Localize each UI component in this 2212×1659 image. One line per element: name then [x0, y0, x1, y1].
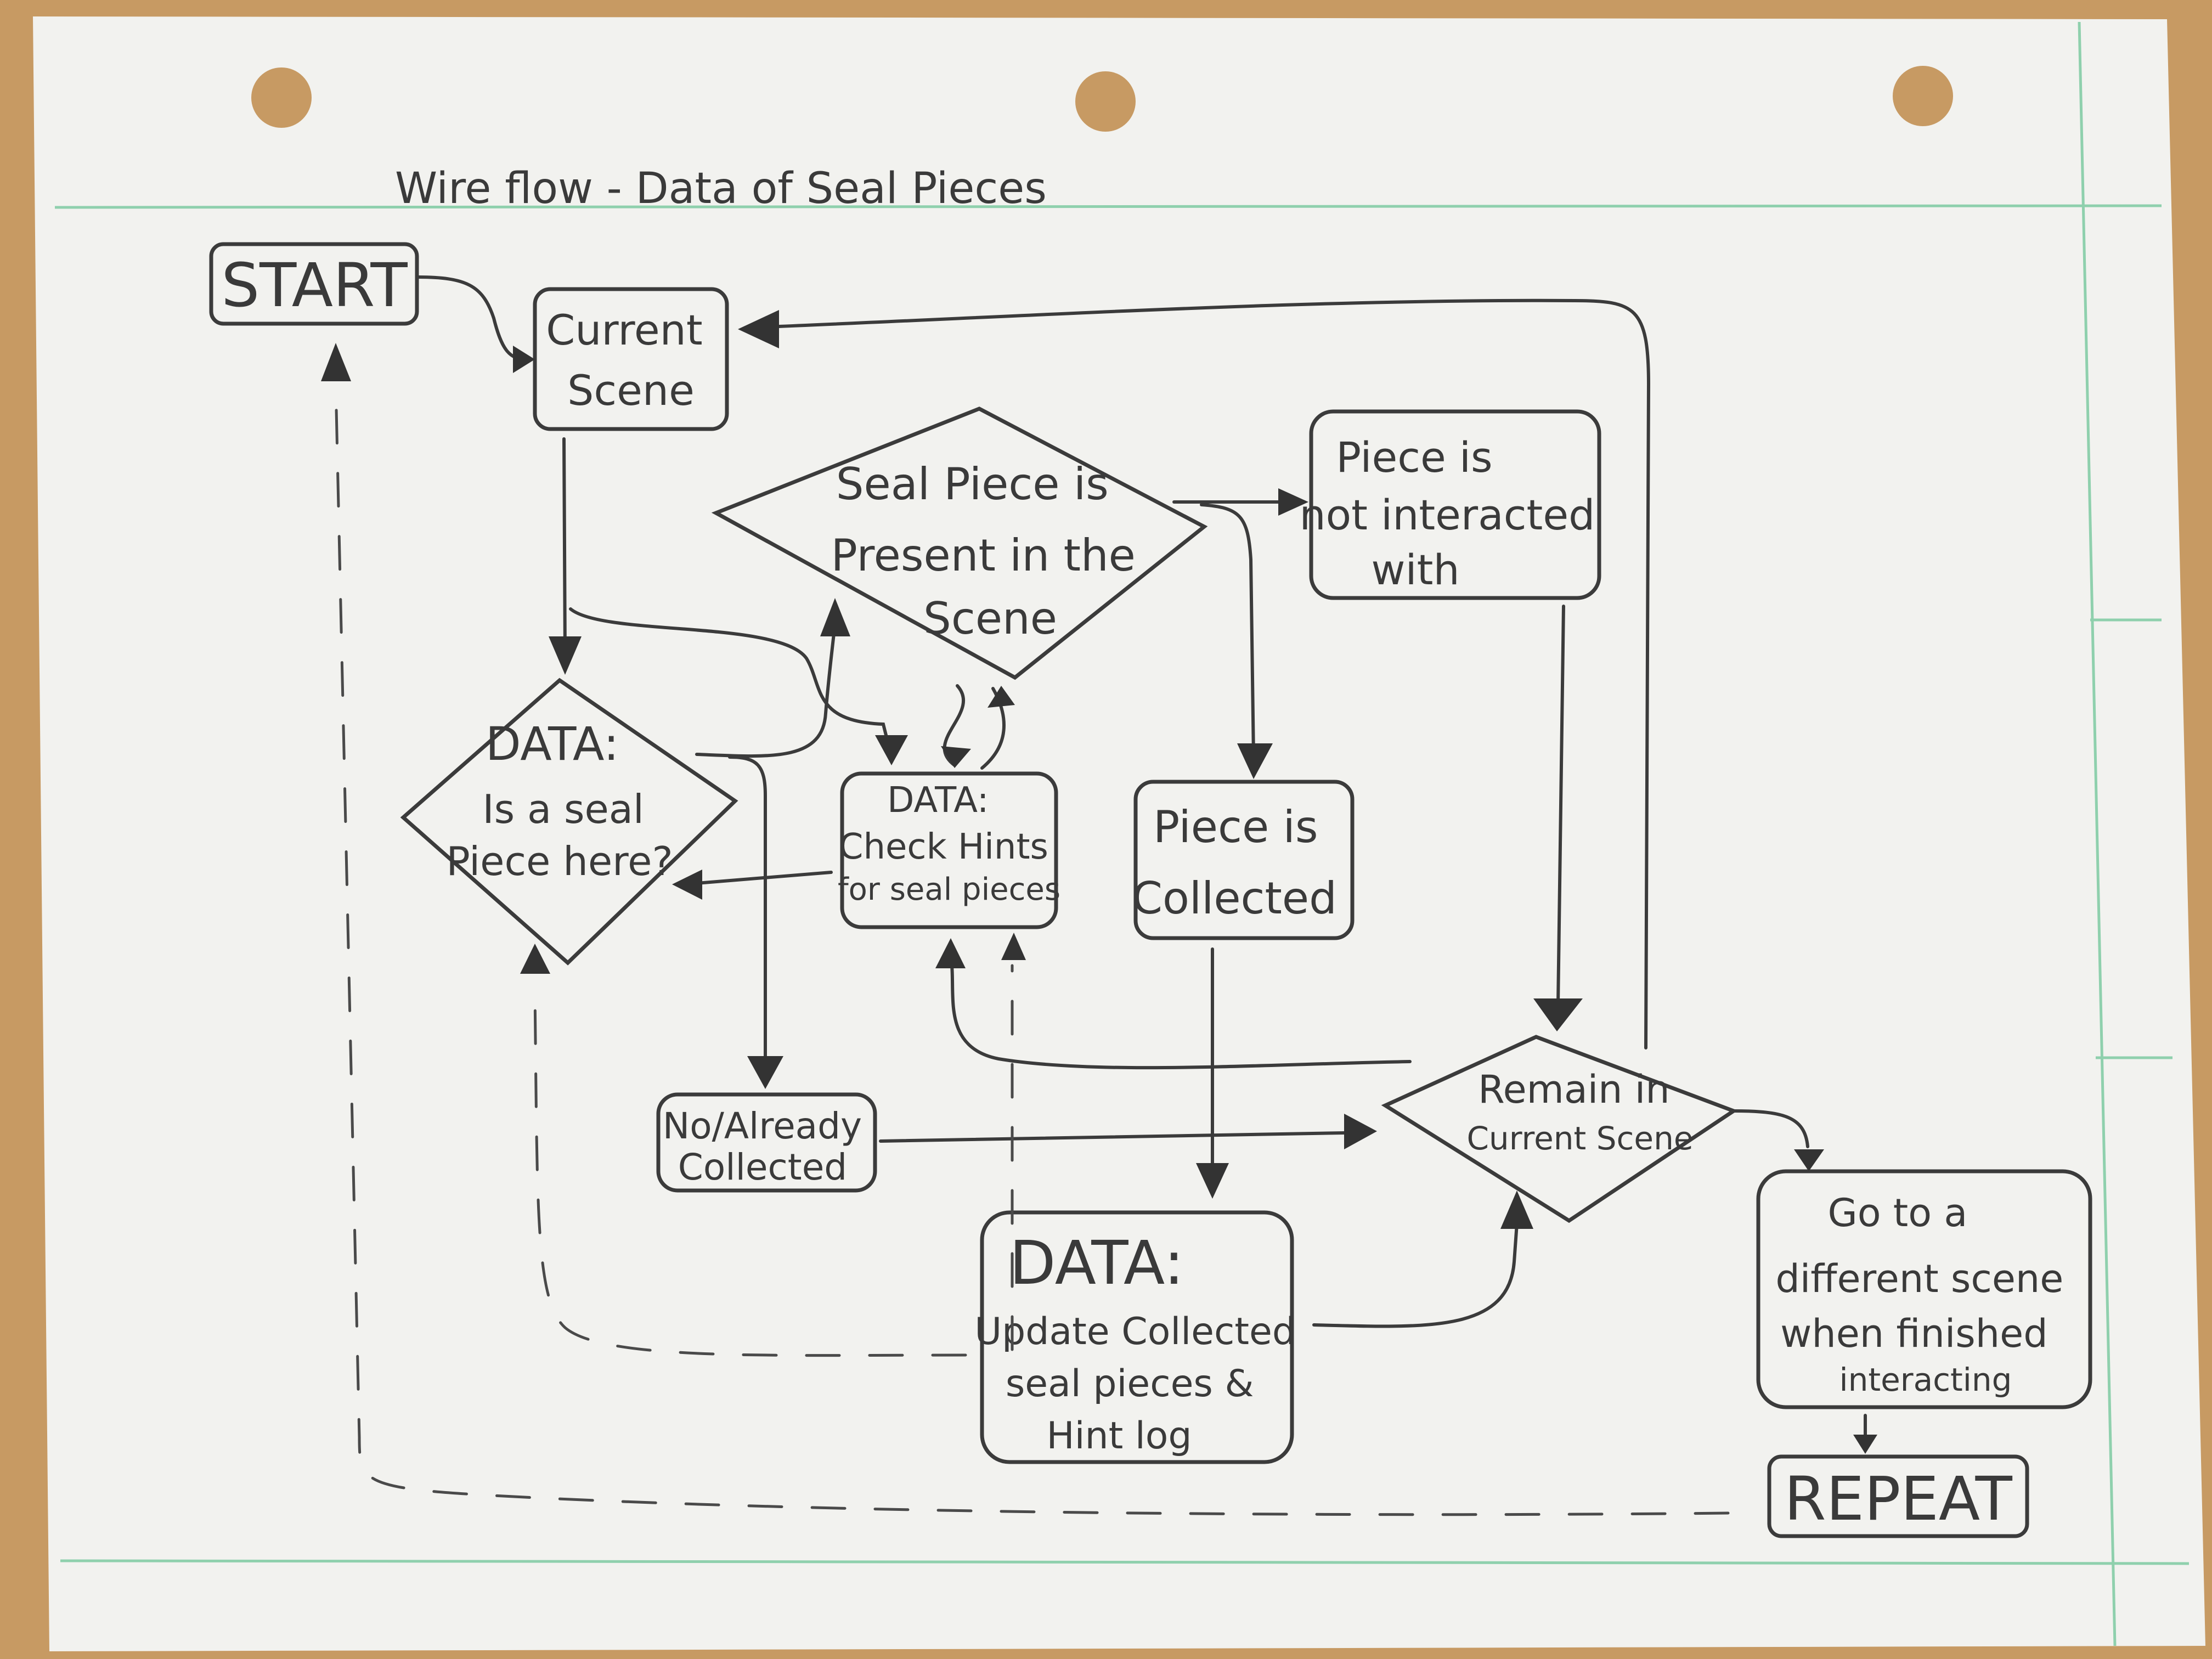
update-collected-box — [980, 1210, 1294, 1464]
edge-update-to-isseal-dashed — [533, 991, 967, 1357]
remain-label: Remain in Current Scene — [1466, 1067, 1693, 1157]
arrowhead-hints-isseal — [672, 870, 702, 900]
repeat-label: REPEAT — [1784, 1464, 2012, 1534]
arrowhead-collected-update — [1196, 1163, 1229, 1199]
edge-isseal-to-present — [695, 632, 836, 758]
no-already-box — [656, 1092, 877, 1193]
bottom-rule — [60, 1559, 2190, 1565]
edge-repeat-to-start-dashed — [334, 382, 1730, 1516]
arrowhead-present-collected — [1237, 743, 1273, 779]
edge-present-to-collected — [1200, 503, 1255, 759]
top-rule — [54, 204, 2162, 209]
arrowhead-present-loop-up — [988, 686, 1015, 708]
arrowhead-isseal-noalready — [747, 1056, 783, 1089]
is-seal-label: DATA: Is a seal Piece here? — [446, 717, 673, 884]
update-collected-label: DATA: Update Collected seal pieces & Hin… — [974, 1228, 1307, 1458]
start-label: START — [221, 250, 408, 320]
current-scene-box — [533, 287, 729, 431]
arrowhead-remain-hints — [935, 938, 966, 968]
check-hints-box — [840, 771, 1058, 929]
not-interacted-box — [1309, 409, 1601, 600]
arrowhead-remain-current — [738, 310, 779, 348]
edge-remain-to-godifferent — [1732, 1109, 1809, 1148]
edge-update-to-remain — [1312, 1222, 1519, 1328]
arrowhead-current-checkhints — [875, 735, 908, 765]
arrowhead-update-isseal — [520, 944, 550, 974]
repeat-box — [1767, 1454, 2029, 1538]
arrowhead-repeat-start — [321, 343, 351, 381]
piece-collected-label: Piece is Collected — [1132, 802, 1337, 924]
no-already-label: No/Already Collected — [663, 1105, 873, 1188]
edge-current-to-isseal — [562, 437, 567, 657]
edge-notinteracted-to-remain — [1556, 605, 1565, 1006]
current-scene-label: Current Scene — [546, 306, 716, 415]
arrowhead-start-current — [513, 346, 535, 373]
edge-hints-to-isseal — [695, 871, 833, 885]
go-different-label: Go to a different scene when finished in… — [1775, 1190, 2075, 1398]
not-interacted-label: Piece is not interacted with — [1299, 433, 1608, 594]
arrowhead-present-loop-down — [941, 746, 971, 768]
remain-decision — [1381, 1035, 1738, 1223]
check-hints-label: DATA: Check Hints for seal pieces — [838, 780, 1060, 907]
start-box — [209, 242, 419, 326]
binder-hole-right — [1893, 66, 1953, 126]
edge-start-to-current — [415, 275, 528, 361]
edge-isseal-to-noalready — [728, 755, 767, 1071]
edge-current-to-checkhints — [569, 607, 890, 748]
arrowhead-current-isseal — [549, 636, 582, 675]
seal-present-decision — [711, 407, 1208, 680]
arrowhead-notinteracted-remain — [1533, 998, 1583, 1031]
page-title: Wire flow - Data of Seal Pieces — [395, 164, 1047, 213]
edge-noalready-to-remain — [879, 1131, 1346, 1143]
arrowhead-update-remain — [1500, 1190, 1533, 1229]
go-different-box — [1756, 1169, 2092, 1409]
edge-remain-to-current — [777, 298, 1651, 1049]
margin-rule — [2078, 21, 2117, 1646]
arrowhead-present-notinteracted — [1278, 488, 1308, 516]
seal-present-label: Seal Piece is Present in the Scene — [831, 459, 1150, 644]
binder-hole-middle — [1075, 71, 1136, 132]
piece-collected-box — [1133, 780, 1355, 940]
edge-present-loop-down — [943, 684, 966, 767]
arrowhead-godifferent-repeat — [1853, 1435, 1877, 1454]
arrowhead-noalready-remain — [1344, 1114, 1377, 1149]
arrowhead-remain-godifferent — [1794, 1149, 1824, 1171]
arrowhead-isseal-present — [820, 598, 850, 636]
is-seal-decision — [400, 678, 738, 966]
paper-sheet — [33, 16, 2205, 1651]
binder-hole-left — [251, 67, 312, 128]
edge-remain-to-hints — [950, 964, 1412, 1070]
arrowhead-update-hints — [1001, 933, 1026, 960]
